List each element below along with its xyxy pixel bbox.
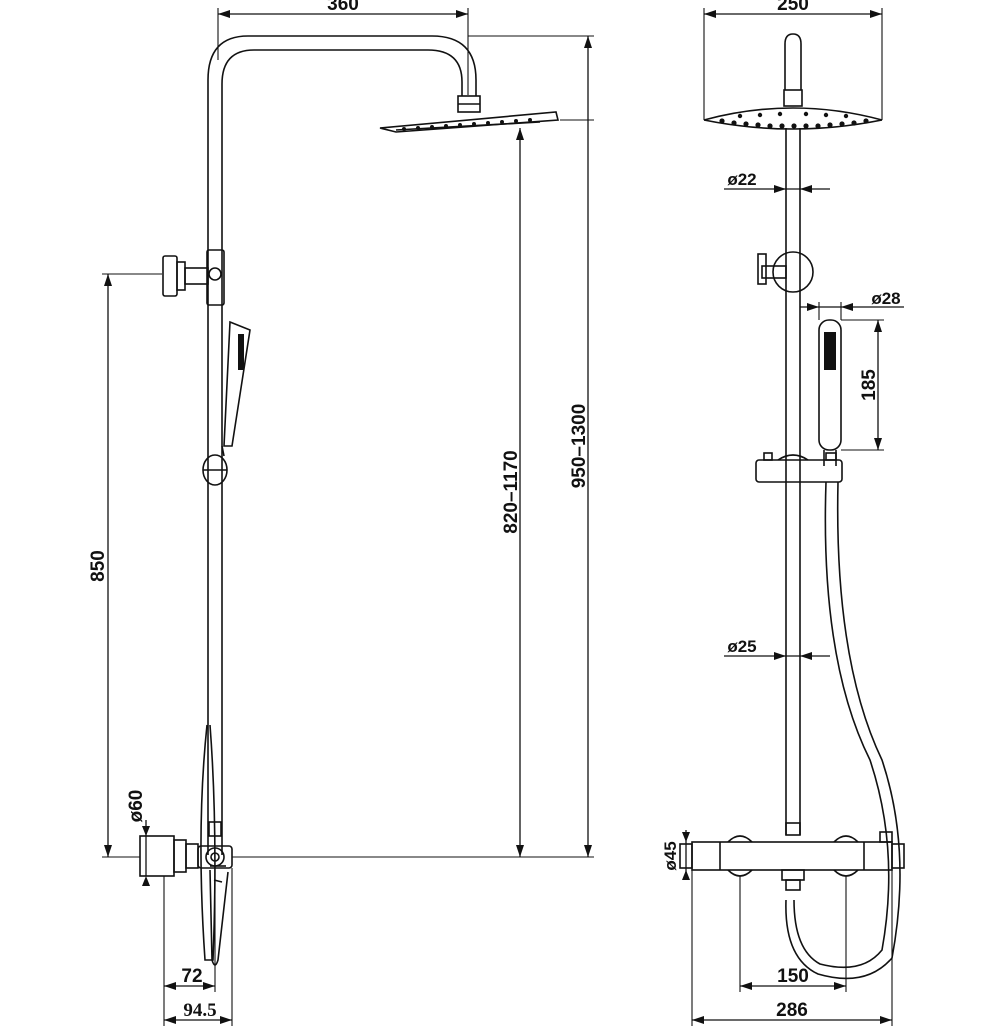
- label-inlet-centers: 150: [777, 966, 809, 987]
- dim-valve-dia: ø45: [661, 830, 690, 880]
- wall-valve-side: [139, 821, 233, 966]
- diverter-knob: [162, 249, 225, 306]
- dim-wall-offset: 72: [163, 866, 233, 1026]
- front-view: 250: [661, 0, 905, 1026]
- label-head-height: 820–1170: [501, 450, 522, 534]
- label-offset-72: 72: [181, 966, 202, 987]
- label-depth-945: 94.5: [183, 1000, 216, 1021]
- side-view: 360: [88, 0, 594, 1026]
- handset-nozzles: [824, 332, 836, 370]
- label-width-360: 360: [327, 0, 359, 15]
- front-arm: [783, 33, 803, 107]
- label-overall-height: 950–1300: [569, 404, 590, 489]
- label-valve-width: 286: [776, 1000, 808, 1021]
- diverter-front: [757, 251, 814, 293]
- hand-shower-side: [221, 320, 251, 457]
- thermostatic-valve-front: [679, 835, 905, 891]
- dim-holder-height: 850: [88, 273, 162, 858]
- riser-pipe: [207, 35, 481, 855]
- shower-head-front: [703, 107, 883, 130]
- nozzle-grid: [719, 111, 869, 129]
- label-head-dia: 250: [777, 0, 809, 15]
- slider-front: [755, 452, 843, 483]
- dim-riser-upper-dia: ø22: [724, 170, 830, 193]
- hose-side: [200, 724, 216, 961]
- hose-front: [785, 481, 901, 980]
- dim-wall-dia: ø60: [126, 790, 150, 886]
- shower-head-side: [379, 111, 560, 133]
- dim-valve-width: 286: [691, 870, 893, 1026]
- hand-shower-front: [818, 319, 842, 466]
- dim-inlet-centers: 150: [739, 876, 847, 992]
- dim-head-height: 820–1170: [501, 128, 524, 857]
- dim-handset-dia: ø28: [800, 289, 904, 320]
- slider-knob: [202, 454, 228, 486]
- label-handset-length: 185: [859, 369, 880, 401]
- dim-wall-depth: 94.5: [164, 1000, 232, 1024]
- label-wall-dia: ø60: [126, 790, 147, 823]
- nozzle-row: [402, 118, 532, 131]
- label-riser-lower: ø25: [727, 637, 756, 656]
- label-valve-dia: ø45: [661, 841, 680, 870]
- dim-overall-height: 950–1300: [569, 36, 592, 857]
- dim-riser-lower-dia: ø25: [724, 637, 830, 660]
- label-height-850: 850: [88, 550, 109, 582]
- dim-top-width: 360: [217, 0, 469, 95]
- dim-head-dia: 250: [703, 0, 883, 120]
- dim-handset-length: 185: [841, 319, 884, 451]
- label-riser-upper: ø22: [727, 170, 756, 189]
- label-handset-dia: ø28: [871, 289, 900, 308]
